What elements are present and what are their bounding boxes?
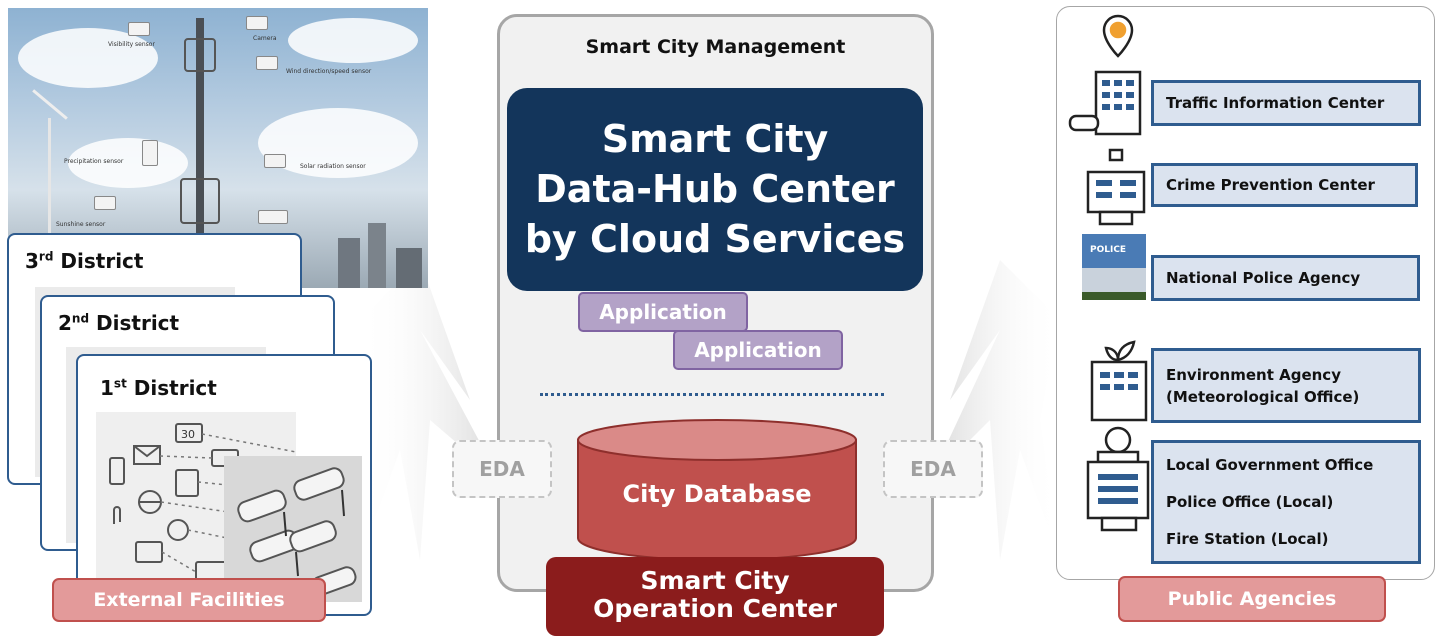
police-sign: POLICE (1090, 245, 1126, 255)
dotted-separator (540, 393, 884, 396)
district-title-3rd: 3rd District (25, 249, 144, 273)
left-arrow-shape (360, 260, 500, 560)
cctv-camera-photo (224, 456, 362, 602)
agency-local-offices: Local Government Office Police Office (L… (1151, 440, 1421, 564)
public-agencies-label: Public Agencies (1118, 576, 1386, 622)
operation-center-box: Smart City Operation Center (546, 557, 884, 636)
sensor-label: Sunshine sensor (56, 221, 106, 228)
eda-box-left: EDA (452, 440, 552, 498)
agency-label: Traffic Information Center (1166, 94, 1385, 112)
agency-label: Fire Station (Local) (1166, 529, 1329, 548)
data-hub-line-1: Smart City (601, 117, 829, 161)
calendar-day: 30 (181, 428, 195, 441)
document-icon (175, 469, 199, 497)
agency-label: Crime Prevention Center (1166, 176, 1375, 194)
data-hub-line-2: Data-Hub Center (535, 167, 895, 211)
calendar-icon (175, 423, 203, 443)
agency-label: Environment Agency (1166, 365, 1341, 384)
district-title-1st: 1st District (100, 376, 217, 400)
agency-label: Local Government Office (1166, 456, 1374, 475)
external-facilities-label: External Facilities (52, 578, 326, 622)
folder-icon (135, 541, 163, 563)
hand-icon (113, 506, 121, 524)
sensor-label: Wind direction/speed sensor (286, 68, 372, 75)
eda-box-right: EDA (883, 440, 983, 498)
building-icon (1090, 360, 1148, 422)
phone-icon (109, 457, 125, 485)
right-arrow-shape (930, 260, 1060, 560)
data-hub-center-box: Smart City Data-Hub Center by Cloud Serv… (507, 88, 923, 291)
agency-label: National Police Agency (1166, 269, 1361, 287)
district-card-1st: 1st District 30 (76, 354, 372, 616)
chat-icon (167, 519, 189, 541)
data-hub-line-3: by Cloud Services (524, 217, 906, 261)
sensor-label: Precipitation sensor (64, 158, 124, 165)
agency-traffic-information-center: Traffic Information Center (1151, 80, 1421, 126)
sensor-label: Solar radiation sensor (300, 163, 366, 170)
agency-label: (Meteorological Office) (1166, 387, 1360, 406)
application-tab-2: Application (673, 330, 843, 370)
agency-environment-agency: Environment Agency (Meteorological Offic… (1151, 348, 1421, 423)
operation-center-line-1: Smart City (640, 566, 790, 595)
operation-center-line-2: Operation Center (593, 594, 837, 623)
district-title-2nd: 2nd District (58, 311, 180, 335)
city-database-label: City Database (622, 480, 812, 508)
agency-crime-prevention-center: Crime Prevention Center (1151, 163, 1418, 207)
application-tab-1: Application (578, 292, 748, 332)
agency-label: Police Office (Local) (1166, 492, 1334, 511)
agency-building-icons: POLICE (1068, 14, 1150, 532)
sensor-label: Visibility sensor (108, 41, 155, 48)
agency-national-police-agency: National Police Agency (1151, 255, 1420, 301)
mail-icon (133, 445, 161, 465)
panel-title: Smart City Management (585, 36, 846, 58)
sensor-label: Camera (253, 35, 277, 42)
